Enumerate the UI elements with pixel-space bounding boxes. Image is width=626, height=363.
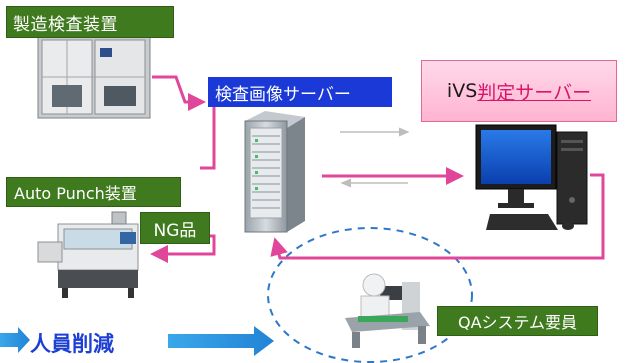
- label-qa-staff: QAシステム要員: [437, 306, 598, 336]
- label-auto-punch: Auto Punch装置: [6, 177, 181, 207]
- qa-worker-image: [345, 273, 430, 348]
- server-tower-icon: [244, 111, 305, 233]
- label-ivs-highlight: 判定サーバー: [477, 81, 592, 104]
- reduction-arrow-left: [0, 327, 30, 353]
- qa-region-dashed-outline: [267, 227, 473, 363]
- label-staff-reduction: 人員削減: [30, 332, 114, 356]
- flow-arrow-server-to-punch: [200, 98, 230, 170]
- label-ivs-prefix: iVS: [446, 80, 478, 102]
- reduction-arrow-right: [168, 326, 274, 356]
- inspection-machine-image: [37, 35, 151, 119]
- label-manufacturing-inspection: 製造検査装置: [6, 6, 174, 38]
- label-ng-product: NG品: [140, 212, 210, 244]
- desktop-computer-icon: [475, 124, 588, 230]
- label-qa-text: QAシステム要員: [457, 313, 578, 332]
- label-manufacturing-text: 製造検査装置: [13, 14, 118, 35]
- flow-arrow-ivs-back-to-server: [270, 173, 605, 260]
- label-ng-text: NG品: [153, 220, 197, 241]
- label-image-server: 検査画像サーバー: [208, 77, 392, 107]
- punch-machine-image: [37, 211, 139, 298]
- label-image-server-text: 検査画像サーバー: [215, 84, 351, 105]
- label-auto-punch-text: Auto Punch装置: [14, 184, 137, 203]
- flow-arrow-machine-to-server: [152, 75, 206, 111]
